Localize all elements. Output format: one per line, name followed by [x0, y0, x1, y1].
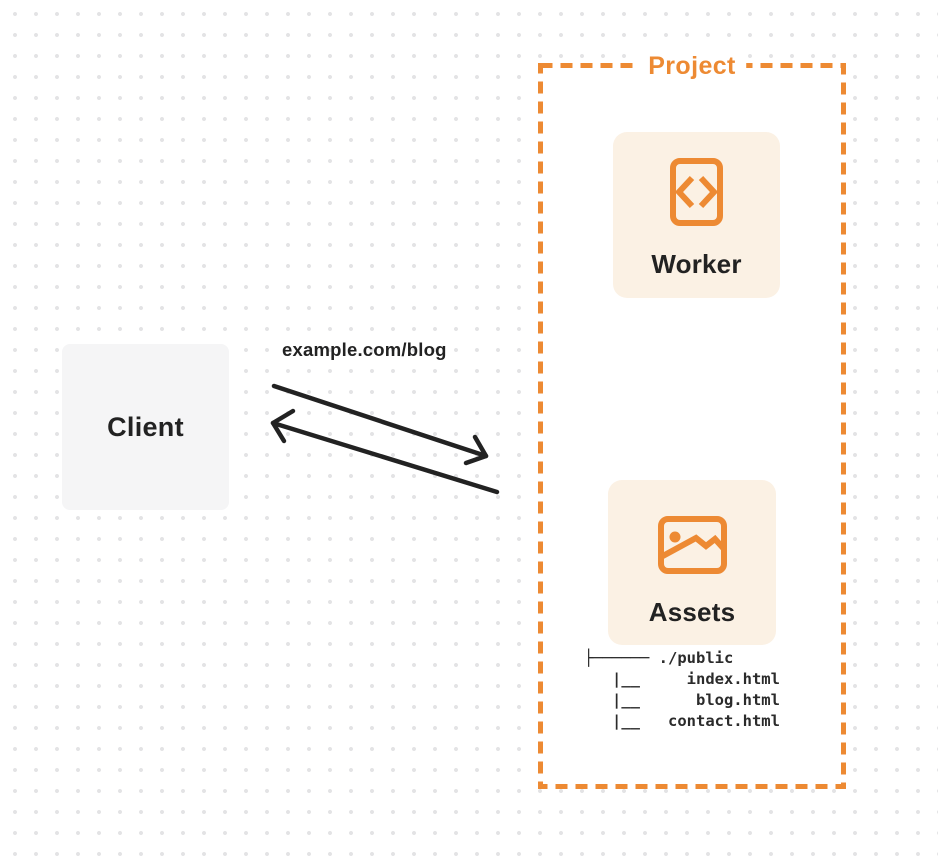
client-node: Client: [62, 344, 229, 510]
file-tree-item-contact: |__ contact.html: [584, 712, 780, 730]
file-tree: ├────── ./public |__ index.html |__ blog…: [584, 648, 780, 732]
assets-label: Assets: [648, 597, 736, 627]
request-arrow: [271, 383, 489, 466]
project-container: Project Worker Assets ├────── ./public |…: [538, 51, 846, 789]
file-tree-item-blog: |__ blog.html: [584, 691, 780, 709]
worker-node: Worker: [613, 132, 780, 298]
request-url-label: example.com/blog: [282, 339, 447, 360]
client-label: Client: [107, 411, 184, 442]
file-tree-item-index: |__ index.html: [584, 670, 780, 688]
code-file-icon: [670, 158, 723, 226]
worker-label: Worker: [651, 249, 742, 279]
assets-node: Assets: [608, 480, 776, 645]
image-icon: [657, 516, 727, 574]
request-response-arrows: [270, 383, 500, 495]
file-tree-root: ├────── ./public: [584, 649, 734, 667]
project-label: Project: [638, 51, 746, 81]
response-arrow: [270, 408, 500, 495]
